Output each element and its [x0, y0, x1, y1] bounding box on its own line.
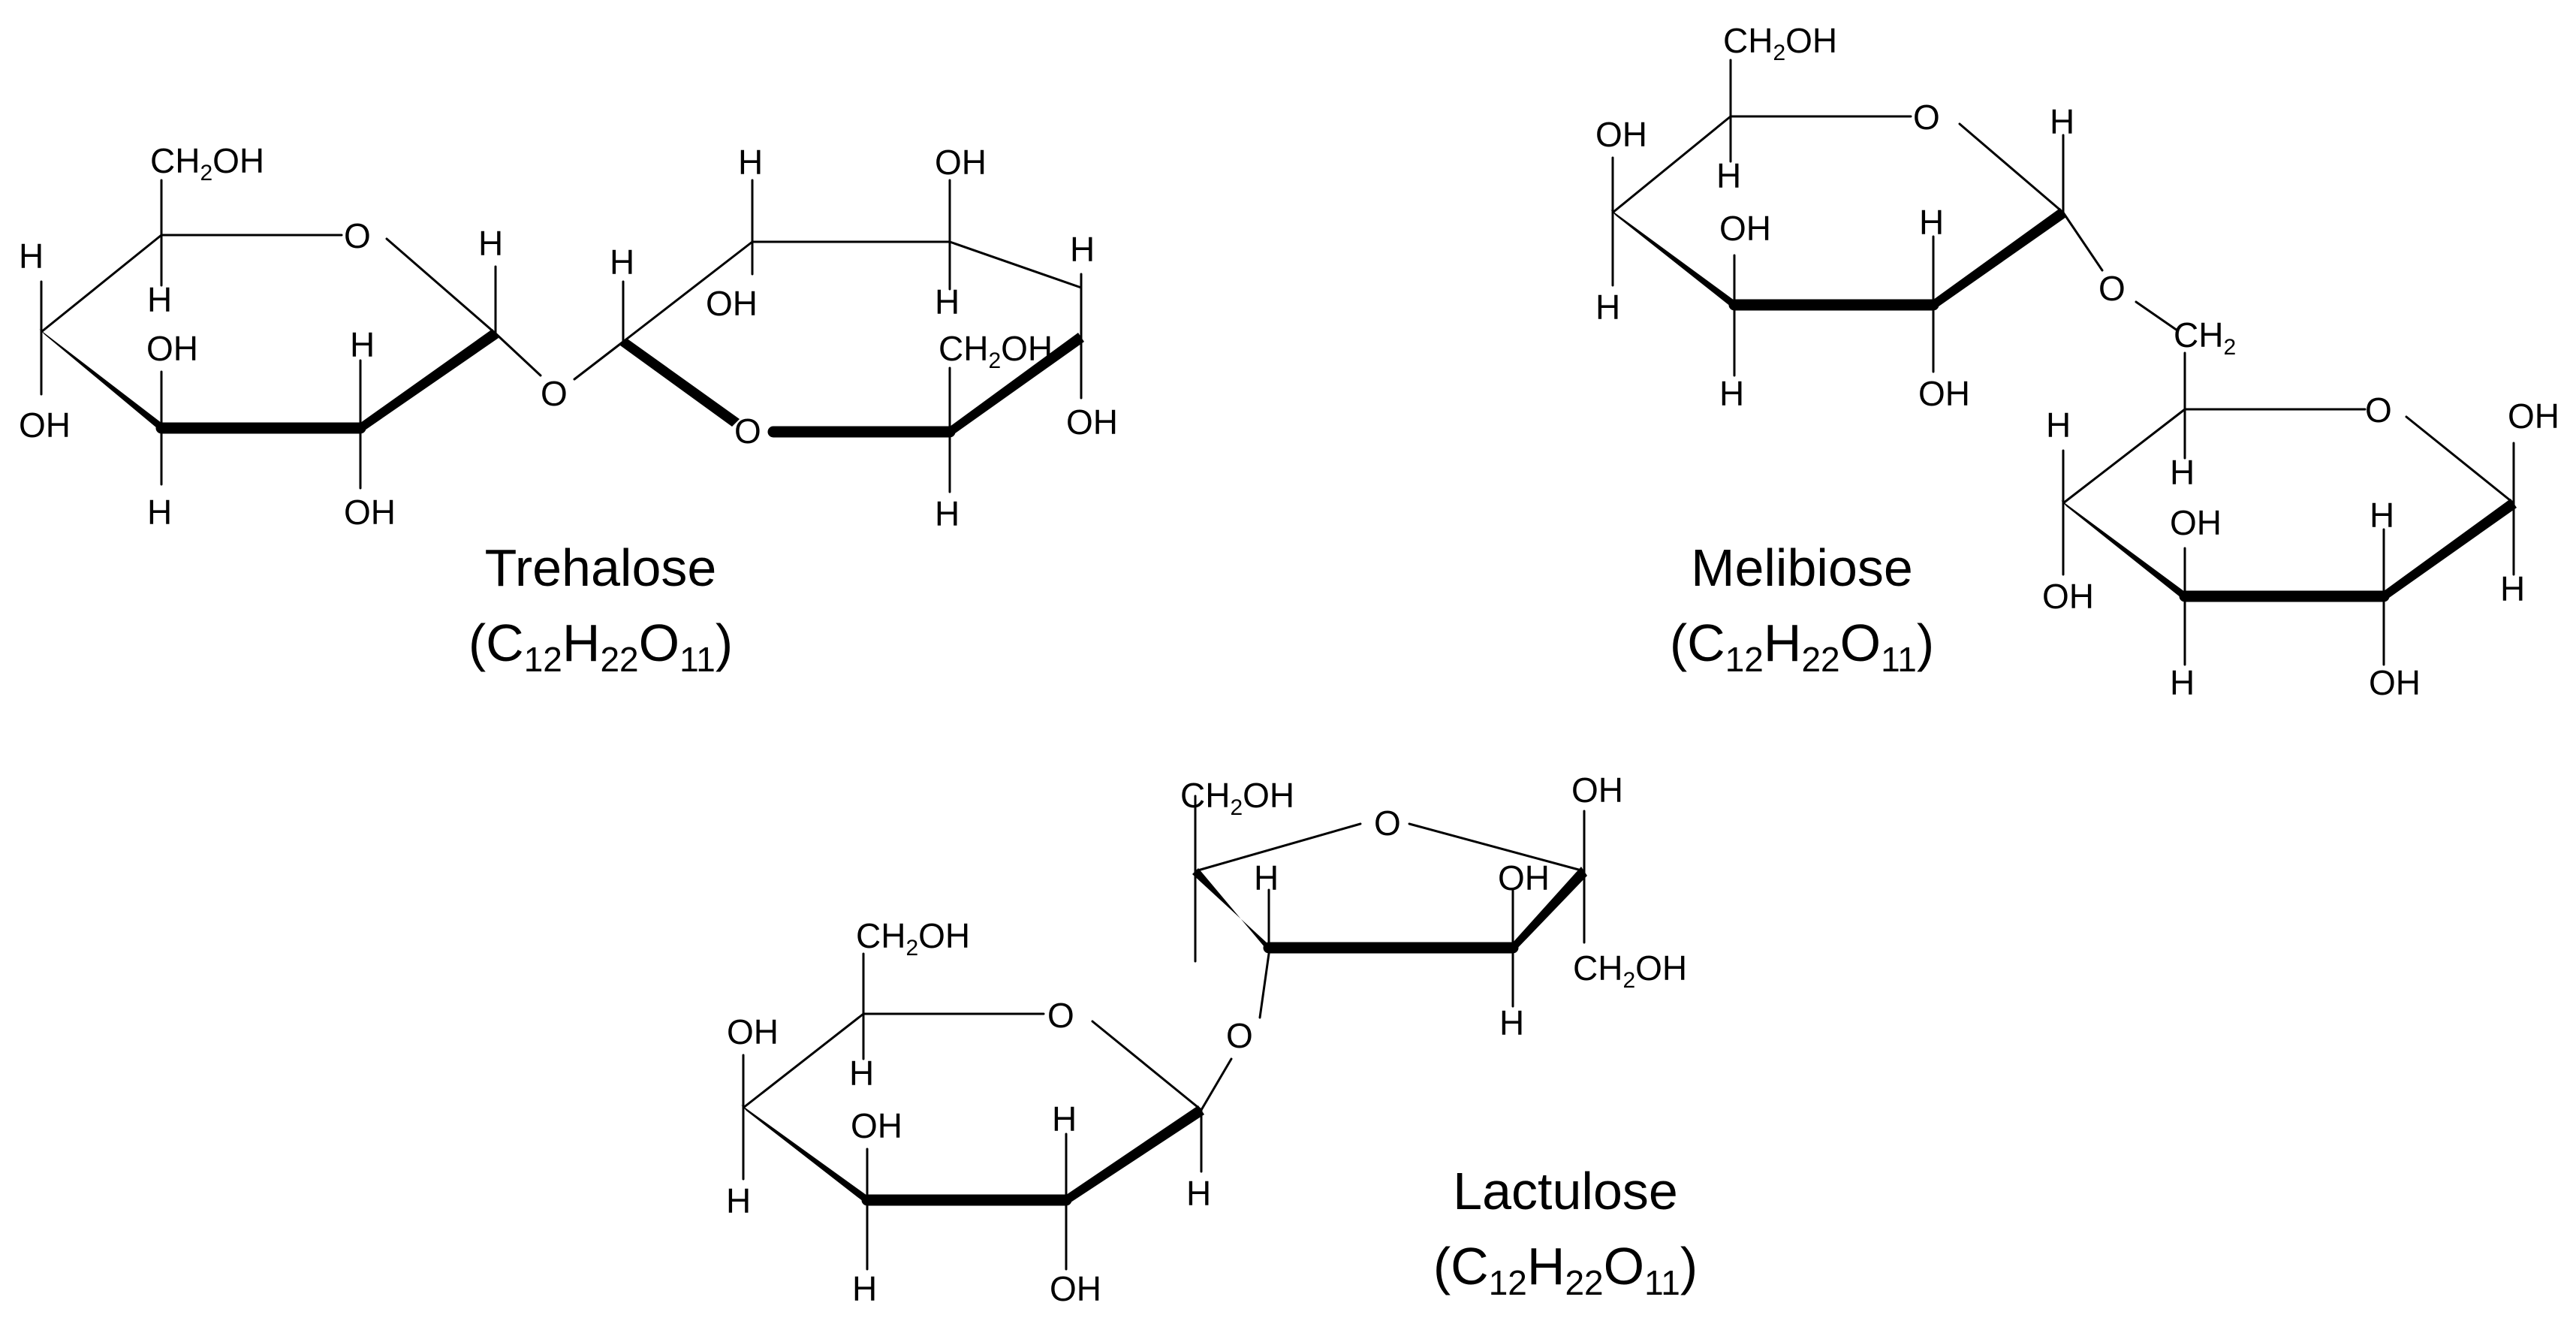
atom-label: CH2OH	[1180, 776, 1294, 820]
atom-label: OH	[2508, 397, 2559, 436]
lactulose-structure: CH2OH O OH H OH H H H H OH O CH2OH O OH …	[726, 771, 1698, 1308]
atom-label: OH	[727, 1012, 779, 1051]
atom-label: H	[478, 224, 503, 263]
atom-label: H	[2170, 663, 2195, 702]
atom-label: CH2OH	[939, 329, 1053, 373]
atom-label: H	[610, 243, 634, 282]
atom-label: OH	[1050, 1269, 1101, 1308]
lactulose-formula: (C12H22O11)	[1433, 1237, 1698, 1302]
glycosidic-oxygen-label: O	[1226, 1016, 1253, 1055]
atom-label: H	[1719, 374, 1744, 413]
atom-label: H	[2046, 406, 2071, 445]
atom-label: H	[935, 494, 960, 533]
atom-label: H	[2050, 102, 2074, 141]
atom-label: OH	[1571, 771, 1623, 810]
atom-label: OH	[1918, 374, 1970, 413]
atom-label: OH	[2170, 503, 2222, 542]
atom-label: H	[350, 325, 375, 364]
atom-label: H	[738, 143, 763, 182]
melibiose-ring-2	[2061, 408, 2517, 666]
trehalose-name: Trehalose	[485, 538, 717, 597]
melibiose-name: Melibiose	[1691, 538, 1913, 597]
trehalose-ring-1	[39, 179, 542, 490]
lactulose-atom-labels: CH2OH O OH H OH H H H H OH O CH2OH O OH …	[726, 771, 1687, 1308]
melibiose-ring-1	[1610, 59, 2186, 411]
trehalose-atom-labels: CH2OH O H H H OH H OH H OH O H H OH OH H…	[19, 141, 1118, 533]
atom-label: CH2	[2174, 315, 2236, 360]
melibiose-formula: (C12H22O11)	[1670, 614, 1934, 679]
atom-label: H	[1716, 156, 1741, 195]
atom-label: H	[1499, 1003, 1524, 1042]
ring-oxygen-label: O	[1913, 98, 1940, 137]
melibiose-structure: CH2OH O H OH H OH H H H OH O CH2 O OH H …	[1595, 21, 2559, 702]
atom-label: H	[2170, 453, 2195, 492]
atom-label: OH	[2042, 577, 2094, 616]
atom-label: CH2OH	[1723, 21, 1837, 65]
ring-oxygen-label: O	[344, 216, 371, 255]
lactulose-name: Lactulose	[1453, 1162, 1678, 1220]
glycosidic-oxygen-label: O	[2098, 269, 2126, 308]
trehalose-ring-2	[573, 179, 1084, 493]
atom-label: CH2OH	[150, 141, 264, 185]
atom-label: H	[1052, 1099, 1077, 1139]
ring-oxygen-label: O	[1047, 996, 1074, 1035]
atom-label: H	[2500, 569, 2525, 608]
ring-oxygen-label: O	[2365, 391, 2392, 430]
atom-label: OH	[1595, 115, 1647, 154]
atom-label: H	[147, 280, 172, 319]
atom-label: OH	[1066, 403, 1118, 442]
lactulose-pyranose-ring	[741, 952, 1233, 1271]
melibiose-atom-labels: CH2OH O H OH H OH H H H OH O CH2 O OH H …	[1595, 21, 2559, 702]
atom-label: H	[852, 1269, 877, 1308]
lactulose-furanose-ring	[1192, 795, 1587, 1019]
atom-label: OH	[706, 284, 758, 323]
atom-label: OH	[19, 406, 71, 445]
ring-oxygen-label: O	[1374, 804, 1401, 843]
trehalose-structure: CH2OH O H H H OH H OH H OH O H H OH OH H…	[19, 141, 1118, 679]
atom-label: H	[935, 282, 960, 321]
atom-label: H	[849, 1054, 874, 1093]
atom-label: H	[1919, 203, 1944, 242]
trehalose-formula: (C12H22O11)	[469, 614, 733, 679]
atom-label: H	[1186, 1174, 1211, 1213]
atom-label: H	[726, 1181, 751, 1220]
ring-oxygen-label: O	[734, 412, 761, 451]
atom-label: H	[1254, 858, 1279, 897]
atom-label: OH	[1719, 209, 1771, 248]
glycosidic-oxygen-label: O	[541, 374, 568, 413]
atom-label: OH	[146, 329, 198, 368]
atom-label: OH	[344, 493, 396, 532]
atom-label: H	[2370, 496, 2394, 535]
atom-label: H	[1595, 288, 1620, 327]
atom-label: CH2OH	[856, 916, 970, 961]
atom-label: H	[147, 493, 172, 532]
atom-label: CH2OH	[1573, 949, 1687, 993]
atom-label: H	[19, 237, 44, 276]
atom-label: OH	[935, 143, 987, 182]
atom-label: OH	[2369, 663, 2421, 702]
atom-label: OH	[1498, 858, 1550, 897]
atom-label: H	[1070, 230, 1095, 269]
atom-label: OH	[851, 1106, 902, 1145]
